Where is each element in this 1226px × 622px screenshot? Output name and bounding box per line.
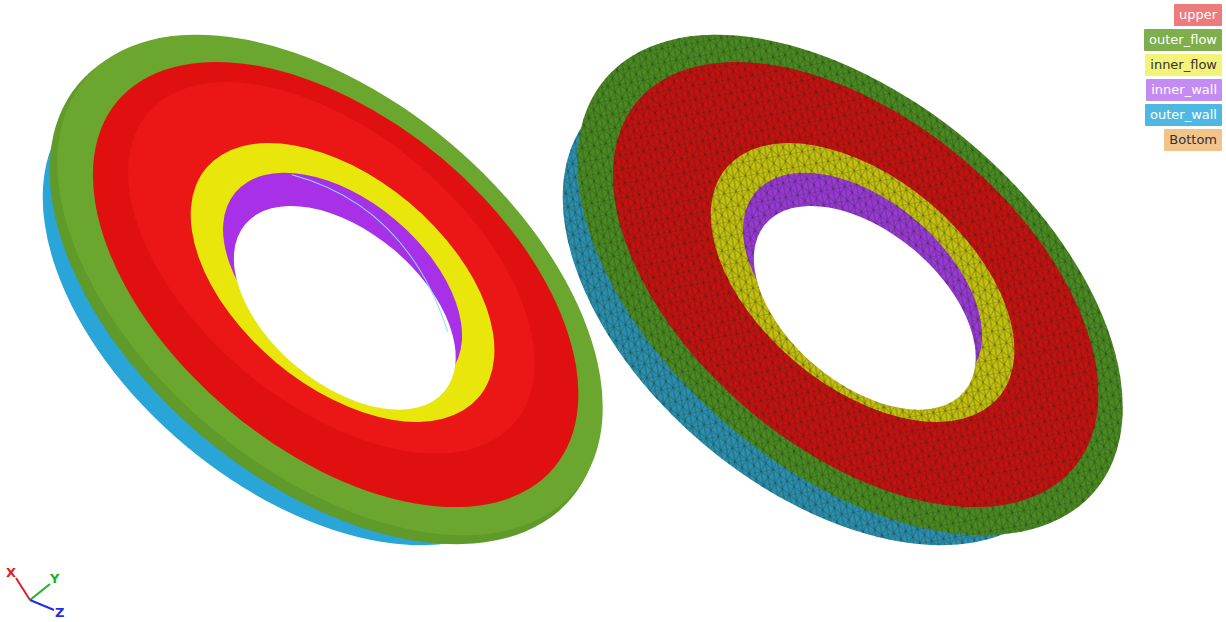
legend: upper outer_flow inner_flow inner_wallouter…: [1144, 4, 1222, 151]
legend-swatch: inner_wall: [1146, 79, 1222, 101]
legend-text: inner_flow: [1150, 57, 1217, 72]
axis-label: Y: [50, 572, 59, 586]
axis-triad: [16, 578, 54, 610]
legend-swatch: inner_flow: [1145, 54, 1222, 76]
solid-ring: [0, 0, 696, 622]
legend-swatch: Bottom: [1164, 129, 1222, 151]
legend-text: outer_flow: [1149, 32, 1217, 47]
legend-swatch: outer_wall: [1145, 104, 1222, 126]
legend-text: inner_wall: [1151, 82, 1217, 97]
legend-text: outer_wall: [1150, 107, 1217, 122]
axis-label: Z: [55, 606, 64, 620]
legend-text: upper: [1179, 7, 1217, 22]
meshed-ring: [466, 0, 1215, 622]
legend-text: Bottom: [1169, 132, 1217, 147]
legend-swatch: upper: [1174, 4, 1222, 26]
axis-label: X: [6, 566, 16, 580]
legend-swatch: outer_flow: [1144, 29, 1222, 51]
